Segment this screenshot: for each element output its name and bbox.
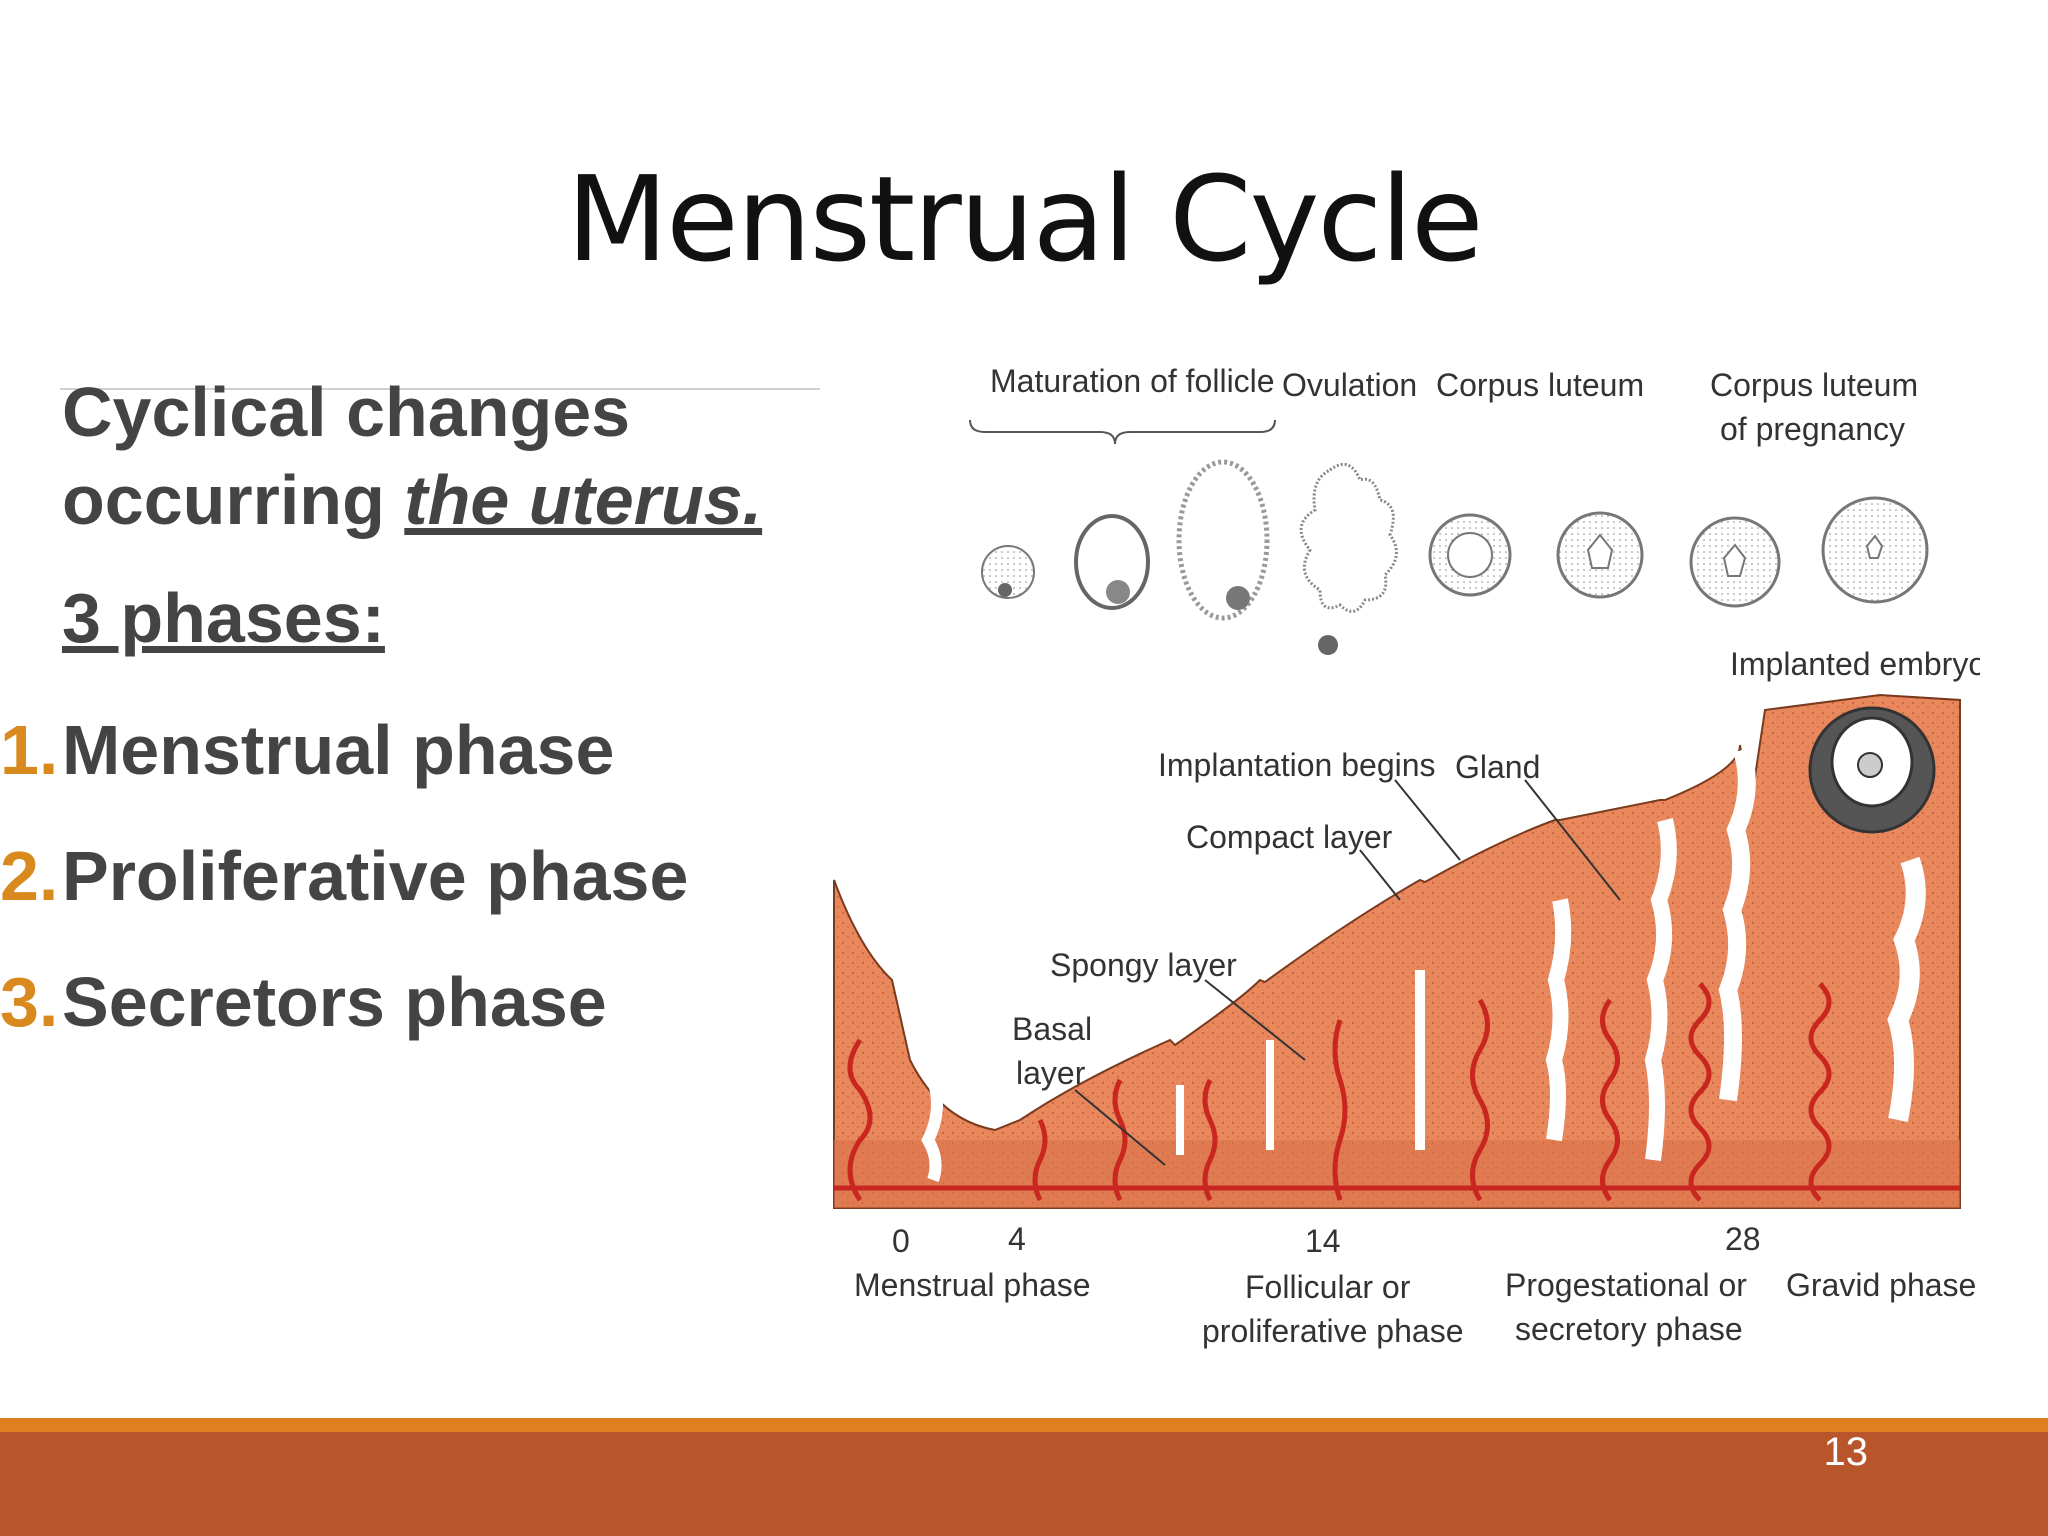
corpus-luteum-center: [1865, 534, 1884, 559]
corpus-luteum-center: [1722, 543, 1747, 577]
follicle-secondary-icon: [1074, 514, 1150, 610]
corpus-luteum-lumen: [1447, 532, 1493, 578]
phase-item-secretory: 3.Secretors phase: [0, 962, 607, 1042]
intro-line-1: Cyclical changes: [62, 373, 631, 451]
follicle-primary-icon: [981, 545, 1035, 599]
corpus-luteum-center: [1586, 533, 1614, 569]
divider-line: [60, 388, 820, 390]
page-number: 13: [1823, 1430, 1869, 1474]
leader-line: [1524, 779, 1621, 901]
label-gland: Gland: [1455, 749, 1540, 785]
basal-layer-band: [834, 1140, 1960, 1208]
gland-icon: [1887, 856, 1926, 1122]
leader-line: [1394, 779, 1461, 861]
phase-item-proliferative: 2.Proliferative phase: [0, 836, 688, 916]
endometrium-profile: [833, 693, 1961, 1209]
day-tick-28: 28: [1725, 1221, 1761, 1257]
gland-icon: [1545, 898, 1572, 1142]
gland-icon: [1718, 747, 1756, 1102]
phase-number: 2.: [0, 837, 59, 915]
oocyte-icon: [1106, 580, 1130, 604]
label-corpus-luteum: Corpus luteum: [1436, 367, 1644, 403]
ovum-released-icon: [1318, 635, 1338, 655]
footer-accent-line: [0, 1418, 2048, 1432]
spiral-arteries: [834, 982, 1960, 1202]
slide-title: Menstrual Cycle: [566, 150, 1483, 288]
label-corpus-luteum-pregnancy-1: Corpus luteum: [1710, 367, 1918, 403]
label-gravid-phase: Gravid phase: [1786, 1267, 1976, 1303]
label-implantation-begins: Implantation begins: [1158, 747, 1436, 783]
gland-icon: [1644, 818, 1677, 1162]
label-follicular-2: proliferative phase: [1202, 1313, 1463, 1349]
label-basal: Basal: [1012, 1011, 1092, 1047]
phase-number: 3.: [0, 963, 59, 1041]
intro-text: Cyclical changes occurring the uterus.: [62, 368, 822, 544]
ovary-stages: Maturation of follicle Ovulation Corpus …: [969, 363, 1929, 655]
label-progestational-2: secretory phase: [1515, 1311, 1743, 1347]
phase-label: Secretors phase: [62, 963, 607, 1041]
label-menstrual-phase: Menstrual phase: [854, 1267, 1091, 1303]
label-follicular-1: Follicular or: [1245, 1269, 1411, 1305]
day-tick-4: 4: [1008, 1221, 1026, 1257]
day-tick-14: 14: [1305, 1223, 1341, 1259]
label-corpus-luteum-pregnancy-2: of pregnancy: [1720, 411, 1905, 447]
day-axis: 0 4 14 28: [892, 1221, 1761, 1259]
label-compact-layer: Compact layer: [1186, 819, 1393, 855]
leader-line: [1204, 979, 1306, 1061]
leader-line: [1359, 849, 1401, 901]
gland-icon: [921, 1078, 943, 1182]
phases-heading: 3 phases:: [62, 579, 385, 657]
annotations: Implanted embryo Implantation begins Gla…: [1012, 646, 1980, 1166]
maturation-brace: [969, 419, 1276, 445]
phase-label: Menstrual phase: [62, 711, 615, 789]
menstrual-cycle-diagram: Maturation of follicle Ovulation Corpus …: [833, 363, 1980, 1349]
label-ovulation: Ovulation: [1282, 367, 1417, 403]
oocyte-icon: [998, 583, 1012, 597]
intro-plain: occurring: [62, 461, 405, 539]
phase-number: 1.: [0, 711, 59, 789]
phase-label: Proliferative phase: [62, 837, 689, 915]
intro-line-2: occurring the uterus.: [62, 456, 822, 544]
label-spongy-layer: Spongy layer: [1050, 947, 1237, 983]
day-tick-0: 0: [892, 1223, 910, 1259]
phase-item-menstrual: 1.Menstrual phase: [0, 710, 614, 790]
footer-bar: [0, 1432, 2048, 1536]
label-progestational-1: Progestational or: [1505, 1267, 1747, 1303]
leader-line: [1074, 1089, 1166, 1166]
intro-emphasis: the uterus.: [404, 461, 763, 539]
ruptured-follicle-icon: [1299, 462, 1398, 613]
oocyte-icon: [1226, 586, 1250, 610]
cycle-phase-labels: Menstrual phase Follicular or proliferat…: [854, 1267, 1976, 1349]
label-maturation: Maturation of follicle: [990, 363, 1275, 399]
label-implanted-embryo: Implanted embryo: [1730, 646, 1980, 682]
follicle-mature-icon: [1176, 459, 1270, 621]
label-basal-layer: layer: [1016, 1055, 1086, 1091]
embryo: [1857, 752, 1883, 778]
